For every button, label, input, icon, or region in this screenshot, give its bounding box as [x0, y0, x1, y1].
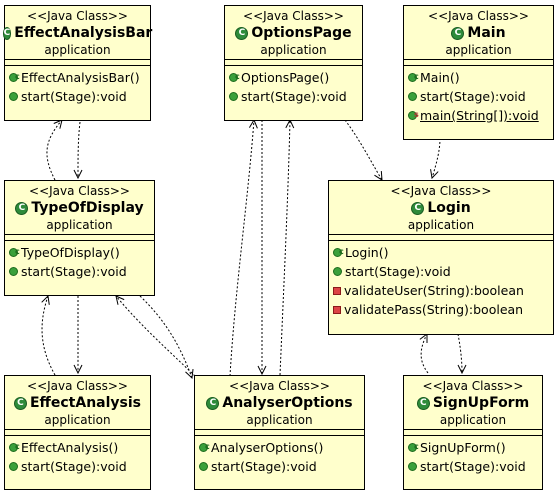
java-class-icon: C: [451, 26, 465, 40]
attributes-compartment: [195, 430, 364, 436]
member: TypeOfDisplay(): [21, 245, 120, 260]
class-name: AnalyserOptions: [222, 395, 353, 411]
constructor-icon: [9, 67, 20, 86]
member: start(Stage):void: [21, 264, 127, 279]
java-class-icon: C: [2, 26, 12, 40]
package-label: application: [44, 413, 111, 427]
constructor-icon: [408, 437, 419, 456]
member: start(Stage):void: [345, 264, 451, 279]
attributes-compartment: [5, 235, 154, 241]
attributes-compartment: [225, 60, 362, 66]
class-name: Main: [467, 25, 506, 41]
public-method-icon: [9, 462, 18, 471]
class-name: OptionsPage: [251, 25, 352, 41]
public-method-icon: [9, 92, 18, 101]
stereotype-label: <<Java Class>>: [229, 379, 330, 393]
member: OptionsPage(): [241, 70, 330, 85]
public-method-icon: [333, 267, 342, 276]
member: start(Stage):void: [21, 459, 127, 474]
member: AnalyserOptions(): [211, 440, 324, 455]
attributes-compartment: [404, 60, 553, 66]
class-name: Login: [427, 200, 471, 216]
public-method-icon: [199, 462, 208, 471]
stereotype-label: <<Java Class>>: [422, 379, 524, 393]
package-label: application: [445, 43, 512, 57]
member: start(Stage):void: [211, 459, 317, 474]
package-label: application: [46, 218, 113, 232]
public-method-icon: [408, 462, 417, 471]
public-method-icon: [9, 267, 18, 276]
class-name: EffectAnalysisBar: [14, 25, 153, 41]
attributes-compartment: [329, 235, 553, 241]
attributes-compartment: [5, 60, 150, 66]
package-label: application: [260, 43, 327, 57]
java-class-icon: C: [416, 396, 430, 410]
member: validatePass(String):boolean: [344, 302, 524, 317]
member: SignUpForm(): [420, 440, 506, 455]
package-label: application: [44, 43, 111, 57]
member: EffectAnalysis(): [21, 440, 119, 455]
static-method-icon: [408, 105, 419, 124]
class-name: TypeOfDisplay: [31, 200, 144, 216]
constructor-icon: [9, 437, 20, 456]
dep-typeofdisplay-to-effectanalysisbar: [46, 120, 62, 181]
class-name: SignUpForm: [432, 395, 530, 411]
package-label: application: [246, 413, 313, 427]
public-method-icon: [229, 92, 238, 101]
member: start(Stage):void: [21, 89, 127, 104]
constructor-icon: [333, 242, 344, 261]
dep-optionspage-to-login: [344, 119, 382, 180]
dep-typeofdisplay-to-analyseroptions: [139, 295, 192, 378]
java-class-icon: C: [206, 396, 220, 410]
constructor-icon: [229, 67, 240, 86]
member: start(Stage):void: [420, 459, 526, 474]
java-class-icon: C: [15, 201, 29, 215]
stereotype-label: <<Java Class>>: [390, 184, 492, 198]
private-method-icon: [333, 305, 341, 314]
stereotype-label: <<Java Class>>: [243, 9, 344, 23]
constructor-icon: [199, 437, 210, 456]
dep-analyseroptions-to-typeofdisplay: [116, 296, 196, 377]
dep-login-to-signupform: [457, 333, 462, 373]
package-label: application: [439, 413, 507, 427]
class-name: EffectAnalysis: [29, 395, 142, 411]
member: start(Stage):void: [241, 89, 347, 104]
dep-signupform-to-login: [421, 334, 429, 374]
attributes-compartment: [404, 430, 542, 436]
member: validateUser(String):boolean: [344, 283, 524, 298]
java-class-icon: C: [235, 26, 249, 40]
member: main(String[]):void: [420, 108, 539, 123]
java-class-icon: C: [411, 201, 425, 215]
private-method-icon: [333, 286, 341, 295]
member: Main(): [420, 70, 460, 85]
dep-main-to-login: [432, 137, 441, 178]
stereotype-label: <<Java Class>>: [27, 9, 128, 23]
attributes-compartment: [5, 430, 150, 436]
dep-effectanalysis-to-typeofdisplay: [42, 296, 56, 376]
dep-optionspage-to-analyseroptions-2: [279, 120, 290, 376]
constructor-icon: [408, 67, 419, 86]
package-label: application: [407, 218, 475, 232]
public-method-icon: [408, 92, 417, 101]
member: EffectAnalysisBar(): [21, 70, 140, 85]
dep-effectanalysisbar-to-typeofdisplay: [78, 121, 80, 178]
member: Login(): [345, 245, 389, 260]
member: start(Stage):void: [420, 89, 526, 104]
stereotype-label: <<Java Class>>: [428, 9, 529, 23]
constructor-icon: [9, 242, 20, 261]
stereotype-label: <<Java Class>>: [29, 184, 130, 198]
stereotype-label: <<Java Class>>: [27, 379, 128, 393]
dep-analyseroptions-to-optionspage: [229, 120, 254, 377]
java-class-icon: C: [13, 396, 27, 410]
